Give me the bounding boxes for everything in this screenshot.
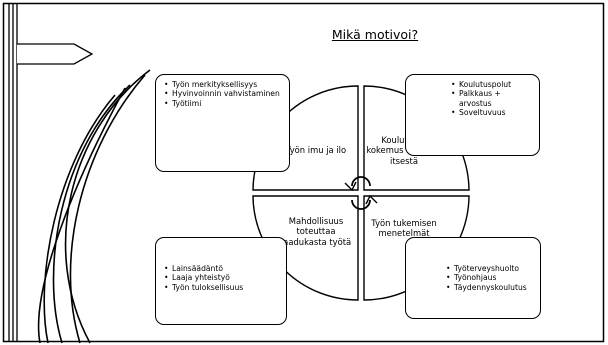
list-item: Täydennyskoulutus bbox=[446, 283, 532, 293]
list-item: Soveltuvuus bbox=[451, 108, 531, 118]
quadrant-bottom-left bbox=[252, 195, 359, 301]
decorative-curves bbox=[37, 69, 151, 344]
quadrant-label-training-experience: Koulutus & kokemus alasta ja itsestä bbox=[366, 135, 442, 166]
detail-box-top-right: Koulutuspolut Palkkaus + arvostus Sovelt… bbox=[405, 74, 540, 156]
bullet-list: Koulutuspolut Palkkaus + arvostus Sovelt… bbox=[451, 80, 531, 118]
list-item: Lainsäädäntö bbox=[164, 264, 278, 274]
list-item: Työn tuloksellisuus bbox=[164, 283, 278, 293]
detail-box-bottom-left: Lainsäädäntö Laaja yhteistyö Työn tuloks… bbox=[155, 237, 287, 325]
list-item: Palkkaus + arvostus bbox=[451, 89, 531, 108]
list-item: Työtiimi bbox=[164, 99, 281, 109]
list-item: Työnohjaus bbox=[446, 273, 532, 283]
cycle-arrows-icon bbox=[344, 176, 378, 210]
bullet-list: Työn merkityksellisyys Hyvinvoinnin vahv… bbox=[164, 80, 281, 109]
banner-arrow-shape bbox=[17, 43, 94, 65]
bullet-list: Työterveyshuolto Työnohjaus Täydennyskou… bbox=[446, 264, 532, 293]
slide-title: Mikä motivoi? bbox=[331, 27, 419, 42]
detail-box-top-left: Työn merkityksellisyys Hyvinvoinnin vahv… bbox=[155, 74, 290, 172]
quadrant-label-support-methods: Työn tukemisen menetelmät bbox=[371, 218, 437, 239]
quadrant-label-quality-work: Mahdollisuus toteuttaa laadukasta työtä bbox=[280, 216, 352, 247]
list-item: Työn merkityksellisyys bbox=[164, 80, 281, 90]
list-item: Laaja yhteistyö bbox=[164, 273, 278, 283]
list-item: Hyvinvoinnin vahvistaminen bbox=[164, 89, 281, 99]
list-item: Työterveyshuolto bbox=[446, 264, 532, 274]
quadrant-label-work-engagement: Työn imu ja ilo bbox=[285, 145, 347, 155]
banner-bar bbox=[8, 4, 18, 341]
detail-box-bottom-right: Työterveyshuolto Työnohjaus Täydennyskou… bbox=[405, 237, 541, 319]
list-item: Koulutuspolut bbox=[451, 80, 531, 90]
bullet-list: Lainsäädäntö Laaja yhteistyö Työn tuloks… bbox=[164, 264, 278, 293]
